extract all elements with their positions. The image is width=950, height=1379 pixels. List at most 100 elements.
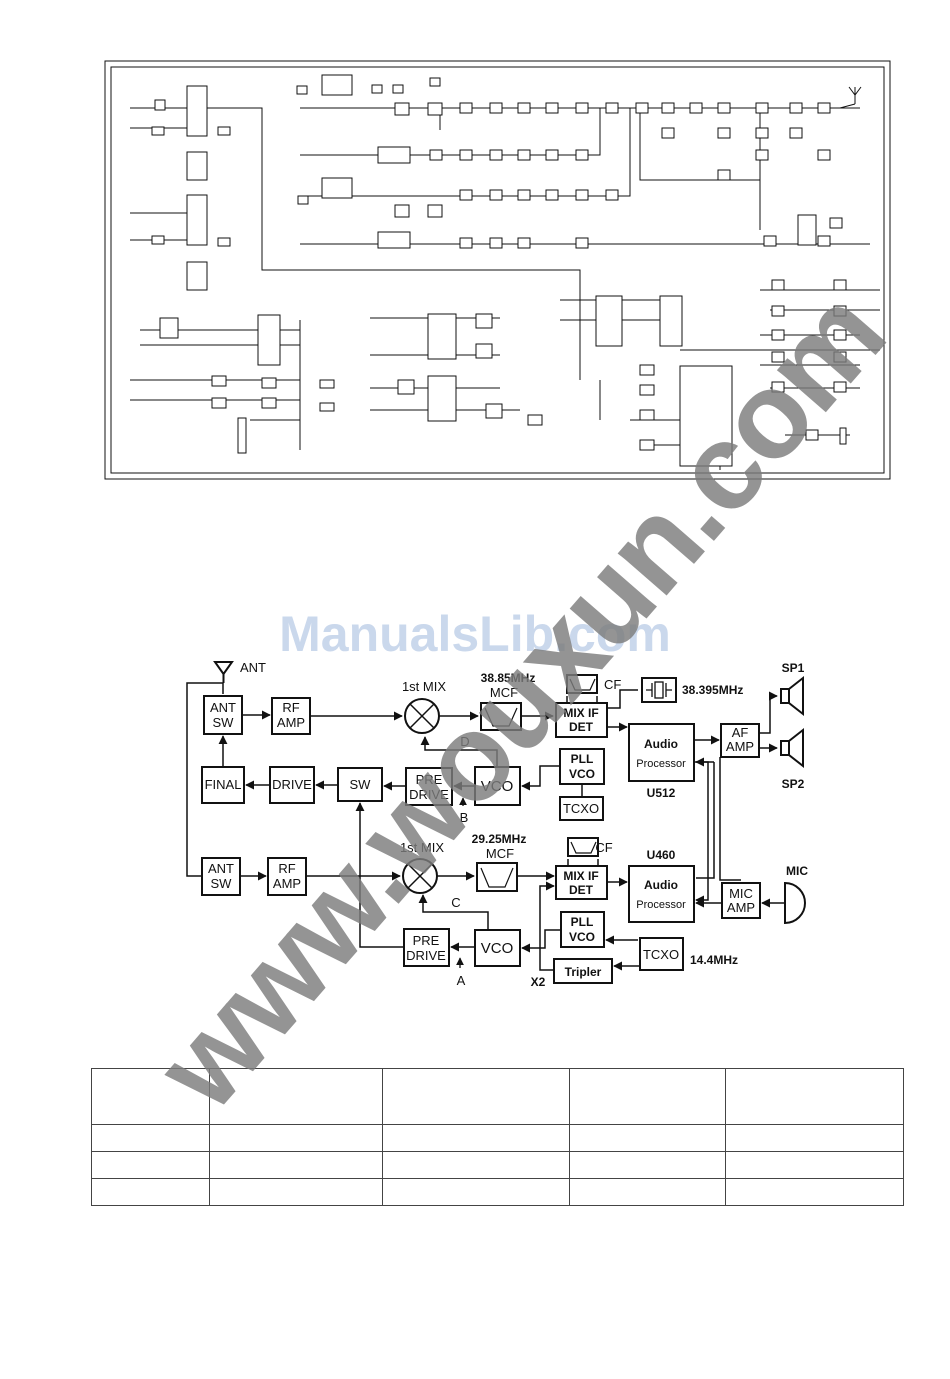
tx-sw-block — [337, 767, 383, 802]
schematic — [104, 60, 891, 480]
speaker1-icon — [780, 675, 804, 717]
schematic-component — [459, 189, 473, 201]
schematic-component — [377, 231, 411, 249]
schematic-component — [397, 379, 415, 395]
tx-mcf-label: MCF — [486, 846, 514, 861]
schematic-component — [321, 177, 353, 199]
rx-cf-label: CF — [604, 677, 621, 692]
schematic-component — [833, 351, 847, 363]
rx-audio-processor-line1: Audio — [644, 737, 678, 751]
tx-audio-processor-line1: Audio — [644, 878, 678, 892]
rx-mix-if-det-line1: MIX IF — [563, 706, 598, 720]
tx-chip-label: U460 — [647, 848, 676, 862]
schematic-component — [789, 127, 803, 139]
schematic-component — [377, 146, 411, 164]
schematic-component — [489, 237, 503, 249]
schematic-component — [427, 375, 457, 422]
schematic-detail — [130, 74, 880, 470]
crystal-icon — [641, 677, 677, 703]
schematic-component — [817, 102, 831, 114]
schematic-component — [689, 102, 703, 114]
rx-vco-label: VCO — [481, 778, 514, 795]
tx-ant-sw-line1: ANT — [208, 861, 234, 876]
rx-rf-amp-line2: AMP — [277, 715, 305, 730]
schematic-component — [394, 102, 410, 116]
schematic-component — [517, 102, 531, 114]
tx-cf-label: CF — [595, 840, 612, 855]
speaker1-label: SP1 — [782, 661, 805, 675]
tx-sw-label: SW — [350, 777, 372, 792]
schematic-component — [459, 237, 473, 249]
schematic-component — [717, 102, 731, 114]
schematic-component — [319, 379, 335, 389]
schematic-component — [429, 77, 441, 87]
schematic-component — [429, 149, 443, 161]
tx-pre-drive-line1: PRE — [413, 933, 440, 948]
mic-amp-line1: MIC — [729, 886, 753, 901]
schematic-component — [771, 305, 785, 317]
tx-mix-if-det-block — [555, 865, 608, 900]
schematic-component — [771, 329, 785, 341]
rx-rf-amp-block — [271, 697, 311, 735]
schematic-wire — [300, 108, 631, 197]
schematic-component — [159, 317, 179, 339]
tx-pll-vco-line2: VCO — [569, 930, 595, 944]
schematic-component — [717, 169, 731, 181]
crystal-freq: 38.395MHz — [682, 683, 743, 697]
schematic-component — [392, 84, 404, 94]
schematic-component — [805, 429, 819, 441]
schematic-component — [319, 402, 335, 412]
tx-tcxo-freq: 14.4MHz — [690, 953, 738, 967]
tx-point-a: A — [457, 973, 466, 988]
rx-rf-amp-line1: RF — [282, 700, 299, 715]
tx-tcxo-label: TCXO — [643, 947, 679, 962]
schematic-component — [679, 365, 733, 467]
schematic-component — [517, 189, 531, 201]
schematic-component — [297, 195, 309, 205]
mic-amp-block — [721, 882, 761, 919]
schematic-component — [489, 102, 503, 114]
tx-pre-drive-block — [403, 928, 450, 967]
tx-drive-block — [269, 766, 315, 804]
schematic-component — [639, 409, 655, 421]
tx-ant-sw-block — [201, 857, 241, 896]
antenna-label: ANT — [240, 660, 266, 675]
schematic-component — [755, 127, 769, 139]
schematic-component — [575, 149, 589, 161]
af-amp-line2: AMP — [726, 739, 754, 754]
schematic-component — [186, 85, 208, 137]
schematic-outer-frame — [104, 60, 891, 480]
schematic-component — [186, 151, 208, 181]
schematic-component — [211, 375, 227, 387]
schematic-component — [545, 102, 559, 114]
schematic-component — [661, 127, 675, 139]
schematic-component — [186, 194, 208, 246]
schematic-component — [755, 149, 769, 161]
schematic-component — [833, 305, 847, 317]
rx-mix-if-det-block — [555, 702, 608, 738]
rx-chip-label: U512 — [647, 786, 676, 800]
schematic-component — [829, 217, 843, 229]
rx-pll-vco-line2: VCO — [569, 767, 595, 781]
mic-amp-line2: AMP — [727, 900, 755, 915]
rx-mix-if-det-line2: DET — [569, 720, 594, 734]
schematic-component — [427, 204, 443, 218]
tx-rf-amp-line2: AMP — [273, 876, 301, 891]
schematic-component — [485, 403, 503, 419]
antenna-icon — [213, 661, 234, 683]
tx-tcxo-block — [639, 937, 684, 971]
table-row — [91, 1124, 904, 1152]
schematic-component — [575, 189, 589, 201]
schematic-component — [459, 102, 473, 114]
schematic-component — [261, 377, 277, 389]
schematic-component — [575, 102, 589, 114]
tx-pre-drive-line2: DRIVE — [406, 948, 446, 963]
schematic-wire — [839, 103, 856, 109]
schematic-component — [833, 279, 847, 291]
schematic-component — [639, 439, 655, 451]
schematic-component — [211, 397, 227, 409]
schematic-component — [489, 149, 503, 161]
af-amp-line1: AF — [732, 725, 749, 740]
schematic-wire — [207, 107, 581, 380]
schematic-component — [639, 384, 655, 396]
